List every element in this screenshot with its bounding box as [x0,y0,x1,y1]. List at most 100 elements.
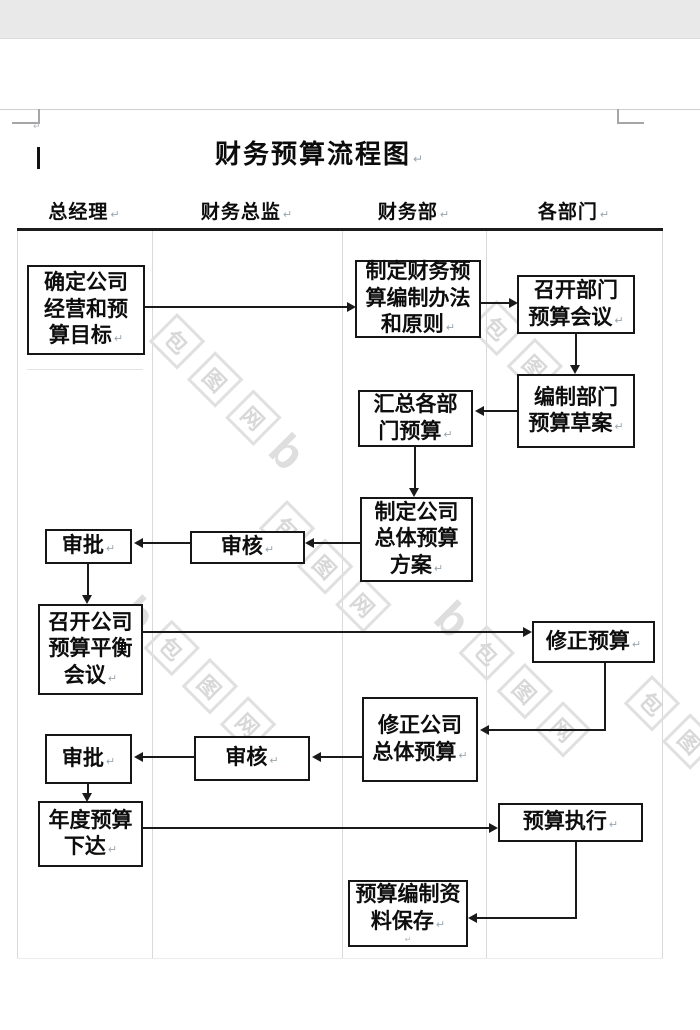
lane-header-departments[interactable]: 各部门↵ [486,197,662,224]
pilcrow-mark: ↵ [631,638,642,651]
node-review-1[interactable]: 审核↵ [190,531,305,564]
node-text: 召开部门 预算会议 [528,279,618,329]
flow-arrow [143,756,194,758]
lane-header-label: 总经理 [48,202,109,223]
pilcrow-mark: ↵ [614,314,624,327]
node-text: 召开公司 预算平衡 会议 [48,610,133,687]
lane-divider [342,231,343,959]
lane-header-label: 各部门 [537,202,598,223]
flow-arrow [575,334,577,365]
node-overall-plan[interactable]: 制定公司 总体预算 方案↵ [360,497,473,582]
app-background-strip [0,0,700,39]
pilcrow-mark: ↵ [458,749,468,762]
flow-arrow [314,542,360,544]
pilcrow-mark: ↵ [110,209,121,221]
node-text: 制定财务预 算编制办法 和原则 [365,260,471,337]
node-set-goals[interactable]: 确定公司 经营和预 算目标↵ [27,265,145,355]
watermark-char: 图 [661,713,700,770]
node-text: 审核 [225,746,268,770]
pilcrow-mark: ↵ [33,121,41,131]
node-make-method[interactable]: 制定财务预 算编制办法 和原则↵ [355,260,481,338]
watermark-char: 图 [181,657,239,715]
watermark-char: 包 [623,675,681,732]
node-revise-overall[interactable]: 修正公司 总体预算↵ [362,697,478,782]
arrowhead-down-icon [82,793,92,802]
node-dept-meeting[interactable]: 召开部门 预算会议↵ [517,275,635,334]
arrowhead-down-icon [570,365,580,374]
page-margin-corner-left-icon [12,109,40,124]
arrowhead-down-icon [409,488,419,497]
node-text: 预算执行 [522,810,607,834]
watermark-char: 网 [335,576,392,633]
flow-arrow [87,564,89,595]
arrowhead-left-icon [480,725,489,735]
node-text: 审批 [61,534,104,558]
flow-arrow [321,756,362,758]
lane-bottom-rule [17,958,663,959]
arrowhead-right-icon [509,298,518,308]
lane-header-general-manager[interactable]: 总经理↵ [17,197,152,224]
pilcrow-mark: ↵ [433,562,444,575]
flow-arrow [143,827,489,829]
pilcrow-mark: ↵ [105,543,116,556]
pilcrow-mark: ↵ [404,934,412,944]
lane-header-finance-director[interactable]: 财务总监↵ [152,197,342,224]
node-issue-budget[interactable]: 年度预算 下达↵ [38,801,143,867]
text-boundary-line [0,109,700,110]
watermark-logo-b: b [424,590,482,648]
watermark-char: 图 [186,351,244,408]
lane-divider [17,231,18,959]
node-text: 修正预算 [545,629,630,653]
pilcrow-mark: ↵ [608,819,619,832]
text-cursor [37,147,40,169]
arrowhead-left-icon [475,406,484,416]
pilcrow-mark: ↵ [264,544,275,557]
header-rule [17,228,663,231]
arrowhead-left-icon [305,538,314,548]
node-text: 制定公司 总体预算 方案 [374,500,459,577]
watermark: 包 图 网 b [148,313,316,480]
arrowhead-left-icon [468,913,477,923]
node-text: 审批 [61,746,104,770]
node-archive[interactable]: 预算编制资 料保存↵↵ [348,880,468,947]
pilcrow-mark: ↵ [443,428,453,441]
lane-header-label: 财务总监 [200,202,281,223]
watermark-char: 图 [496,662,554,720]
node-execute-budget[interactable]: 预算执行↵ [498,803,643,842]
lane-header-label: 财务部 [377,202,438,223]
flow-arrow [604,663,606,730]
node-text: 修正公司 总体预算 [372,714,462,764]
node-review-2[interactable]: 审核↵ [194,736,310,781]
node-text: 汇总各部 门预算 [373,393,458,443]
faint-rule-artifact [27,369,143,370]
lane-divider [152,231,153,959]
page-title-text: 财务预算流程图 [214,139,411,169]
node-summarize-budgets[interactable]: 汇总各部 门预算↵ [358,390,473,447]
lane-divider [486,231,487,959]
arrowhead-left-icon [312,752,321,762]
flow-arrow [477,917,577,919]
node-text: 审核 [220,535,263,559]
arrowhead-left-icon [134,752,143,762]
lane-header-finance-dept[interactable]: 财务部↵ [342,197,486,224]
pilcrow-mark: ↵ [282,209,294,221]
pilcrow-mark: ↵ [614,421,624,433]
watermark-char: 包 [148,313,206,370]
pilcrow-mark: ↵ [107,672,118,685]
node-revise-budget[interactable]: 修正预算↵ [532,621,655,663]
pilcrow-mark: ↵ [412,152,426,166]
page-title[interactable]: 财务预算流程图↵ [0,134,640,171]
lane-divider [662,231,663,959]
arrowhead-right-icon [523,627,532,637]
flow-arrow [143,542,190,544]
node-balance-meeting[interactable]: 召开公司 预算平衡 会议↵ [38,604,143,695]
watermark-char: 网 [225,389,282,446]
flow-arrow [87,784,89,793]
pilcrow-mark: ↵ [445,322,456,335]
arrowhead-down-icon [82,595,92,604]
node-approve-2[interactable]: 审批↵ [45,734,132,784]
node-draft-budget[interactable]: 编制部门 预算草案↵ [517,374,635,448]
flow-arrow [481,302,509,304]
node-approve-1[interactable]: 审批↵ [45,529,132,564]
